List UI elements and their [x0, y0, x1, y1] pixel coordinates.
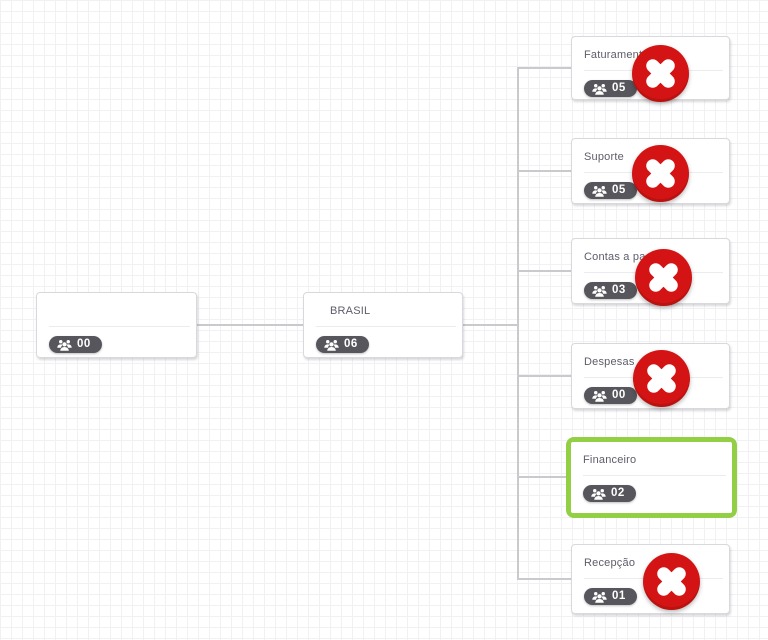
org-node-despesas[interactable]: Despesas 00	[571, 343, 730, 409]
member-count-badge: 00	[584, 387, 637, 404]
x-cross-icon	[632, 45, 689, 102]
delete-node-button[interactable]	[643, 553, 700, 610]
node-title: BRASIL	[330, 305, 371, 317]
org-node-recepcao[interactable]: Recepção 01	[571, 544, 730, 614]
org-node-contas-a-pagar[interactable]: Contas a pagar 03	[571, 238, 730, 306]
divider	[316, 326, 456, 327]
users-icon	[57, 339, 72, 351]
node-title: Suporte	[584, 151, 624, 163]
member-count: 00	[612, 388, 626, 401]
node-title: Recepção	[584, 557, 636, 569]
x-cross-icon	[632, 145, 689, 202]
delete-node-button[interactable]	[632, 145, 689, 202]
users-icon	[591, 488, 606, 500]
connector-branch	[519, 170, 571, 172]
member-count-badge: 05	[584, 182, 637, 199]
delete-node-button[interactable]	[635, 249, 692, 306]
member-count: 06	[344, 337, 358, 350]
org-node-suporte[interactable]: Suporte 05	[571, 138, 730, 204]
member-count-badge: 03	[584, 282, 637, 299]
node-title: Financeiro	[583, 454, 637, 466]
users-icon	[592, 83, 607, 95]
org-node-root[interactable]: 00	[36, 292, 197, 358]
org-node-financeiro[interactable]: Financeiro 02	[571, 442, 732, 513]
member-count-badge: 01	[584, 588, 637, 605]
x-cross-icon	[643, 553, 700, 610]
member-count-badge: 06	[316, 336, 369, 353]
selection-highlight: Financeiro 02	[566, 437, 737, 518]
member-count: 01	[612, 589, 626, 602]
users-icon	[324, 339, 339, 351]
member-count-badge: 02	[583, 485, 636, 502]
connector-root-to-middle	[197, 324, 303, 326]
node-title	[49, 305, 184, 318]
users-icon	[592, 285, 607, 297]
users-icon	[592, 185, 607, 197]
connector-branch	[519, 578, 571, 580]
users-icon	[592, 591, 607, 603]
org-node-brasil[interactable]: BRASIL 06	[303, 292, 463, 358]
org-node-faturamento[interactable]: Faturamento 05	[571, 36, 730, 102]
x-cross-icon	[635, 249, 692, 306]
connector-branch	[519, 476, 571, 478]
connector-middle-to-trunk	[463, 324, 518, 326]
connector-branch	[519, 67, 571, 69]
x-cross-icon	[633, 350, 690, 407]
divider	[49, 326, 190, 327]
member-count: 03	[612, 283, 626, 296]
connector-branch	[519, 375, 571, 377]
users-icon	[592, 390, 607, 402]
member-count: 05	[612, 81, 626, 94]
divider	[583, 475, 726, 476]
member-count: 00	[77, 337, 91, 350]
member-count: 02	[611, 486, 625, 499]
delete-node-button[interactable]	[632, 45, 689, 102]
node-title: Despesas	[584, 356, 635, 368]
member-count-badge: 00	[49, 336, 102, 353]
member-count: 05	[612, 183, 626, 196]
connector-trunk	[517, 67, 519, 580]
connector-branch	[519, 270, 571, 272]
delete-node-button[interactable]	[633, 350, 690, 407]
member-count-badge: 05	[584, 80, 637, 97]
